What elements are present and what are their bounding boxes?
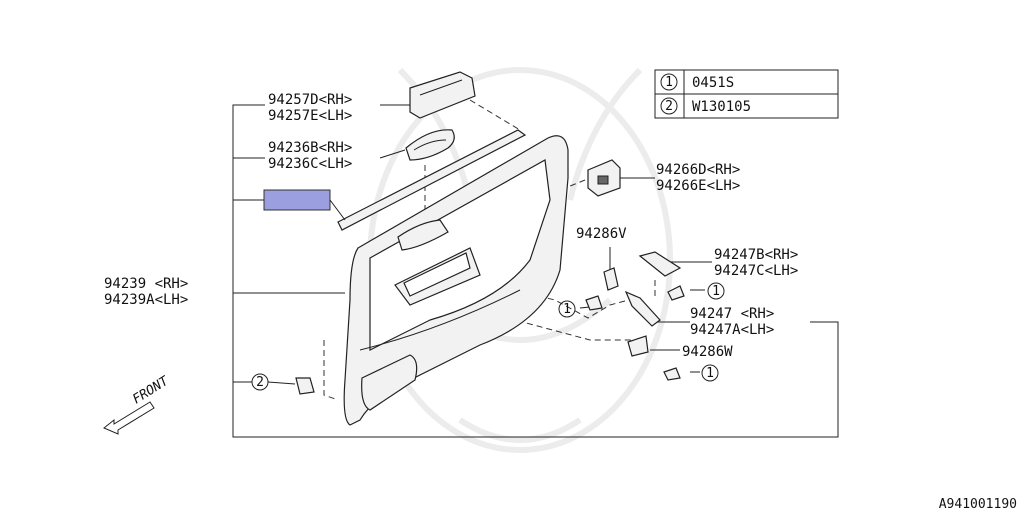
callout-1-b: 1 xyxy=(558,300,576,318)
legend-code-1: 0451S xyxy=(692,75,734,91)
legend-table: 1 0451S 2 W130105 xyxy=(654,69,839,119)
clip-parts xyxy=(295,251,685,395)
weatherstrip-label-highlight[interactable] xyxy=(263,189,331,211)
callout-1-a: 1 xyxy=(707,282,725,300)
label-94247b-rh[interactable]: 94247B<RH> xyxy=(714,247,798,263)
callout-1-b-text: 1 xyxy=(563,302,571,317)
label-94266-rh[interactable]: 94266D<RH> xyxy=(656,162,740,178)
legend-num-1: 1 xyxy=(665,75,673,90)
label-94286w[interactable]: 94286W xyxy=(682,344,733,360)
label-94239-lh[interactable]: 94239A<LH> xyxy=(104,292,188,308)
label-94266-lh[interactable]: 94266E<LH> xyxy=(656,178,740,194)
part-94266-switch xyxy=(587,159,621,197)
legend-callout-2 xyxy=(660,97,678,115)
callout-1-c-text: 1 xyxy=(706,366,714,381)
label-94239-rh[interactable]: 94239 <RH> xyxy=(104,276,188,292)
label-94286v[interactable]: 94286V xyxy=(576,226,627,242)
callout-1-c: 1 xyxy=(701,364,719,382)
label-94247c-lh[interactable]: 94247C<LH> xyxy=(714,263,798,279)
weatherstrip xyxy=(329,129,527,231)
door-trim-panel xyxy=(343,135,569,426)
legend-callout-1 xyxy=(660,73,678,91)
legend-num-2: 2 xyxy=(665,99,673,114)
legend-code-2: W130105 xyxy=(692,99,751,115)
front-arrow-icon: FRONT xyxy=(103,373,172,435)
label-94247-rh[interactable]: 94247 <RH> xyxy=(690,306,774,322)
part-94236-handle xyxy=(405,129,455,161)
part-94257-garnish xyxy=(409,71,476,119)
label-94247a-lh[interactable]: 94247A<LH> xyxy=(690,322,774,338)
diagram-id: A941001190 xyxy=(939,497,1017,512)
label-94236-lh[interactable]: 94236C<LH> xyxy=(268,156,352,172)
label-94257-lh[interactable]: 94257E<LH> xyxy=(268,108,352,124)
label-94236-rh[interactable]: 94236B<RH> xyxy=(268,140,352,156)
callout-2-text: 2 xyxy=(256,375,264,390)
front-label: FRONT xyxy=(130,373,172,407)
label-94257-rh[interactable]: 94257D<RH> xyxy=(268,92,352,108)
callout-2: 2 xyxy=(251,373,269,391)
callout-1-a-text: 1 xyxy=(712,284,720,299)
